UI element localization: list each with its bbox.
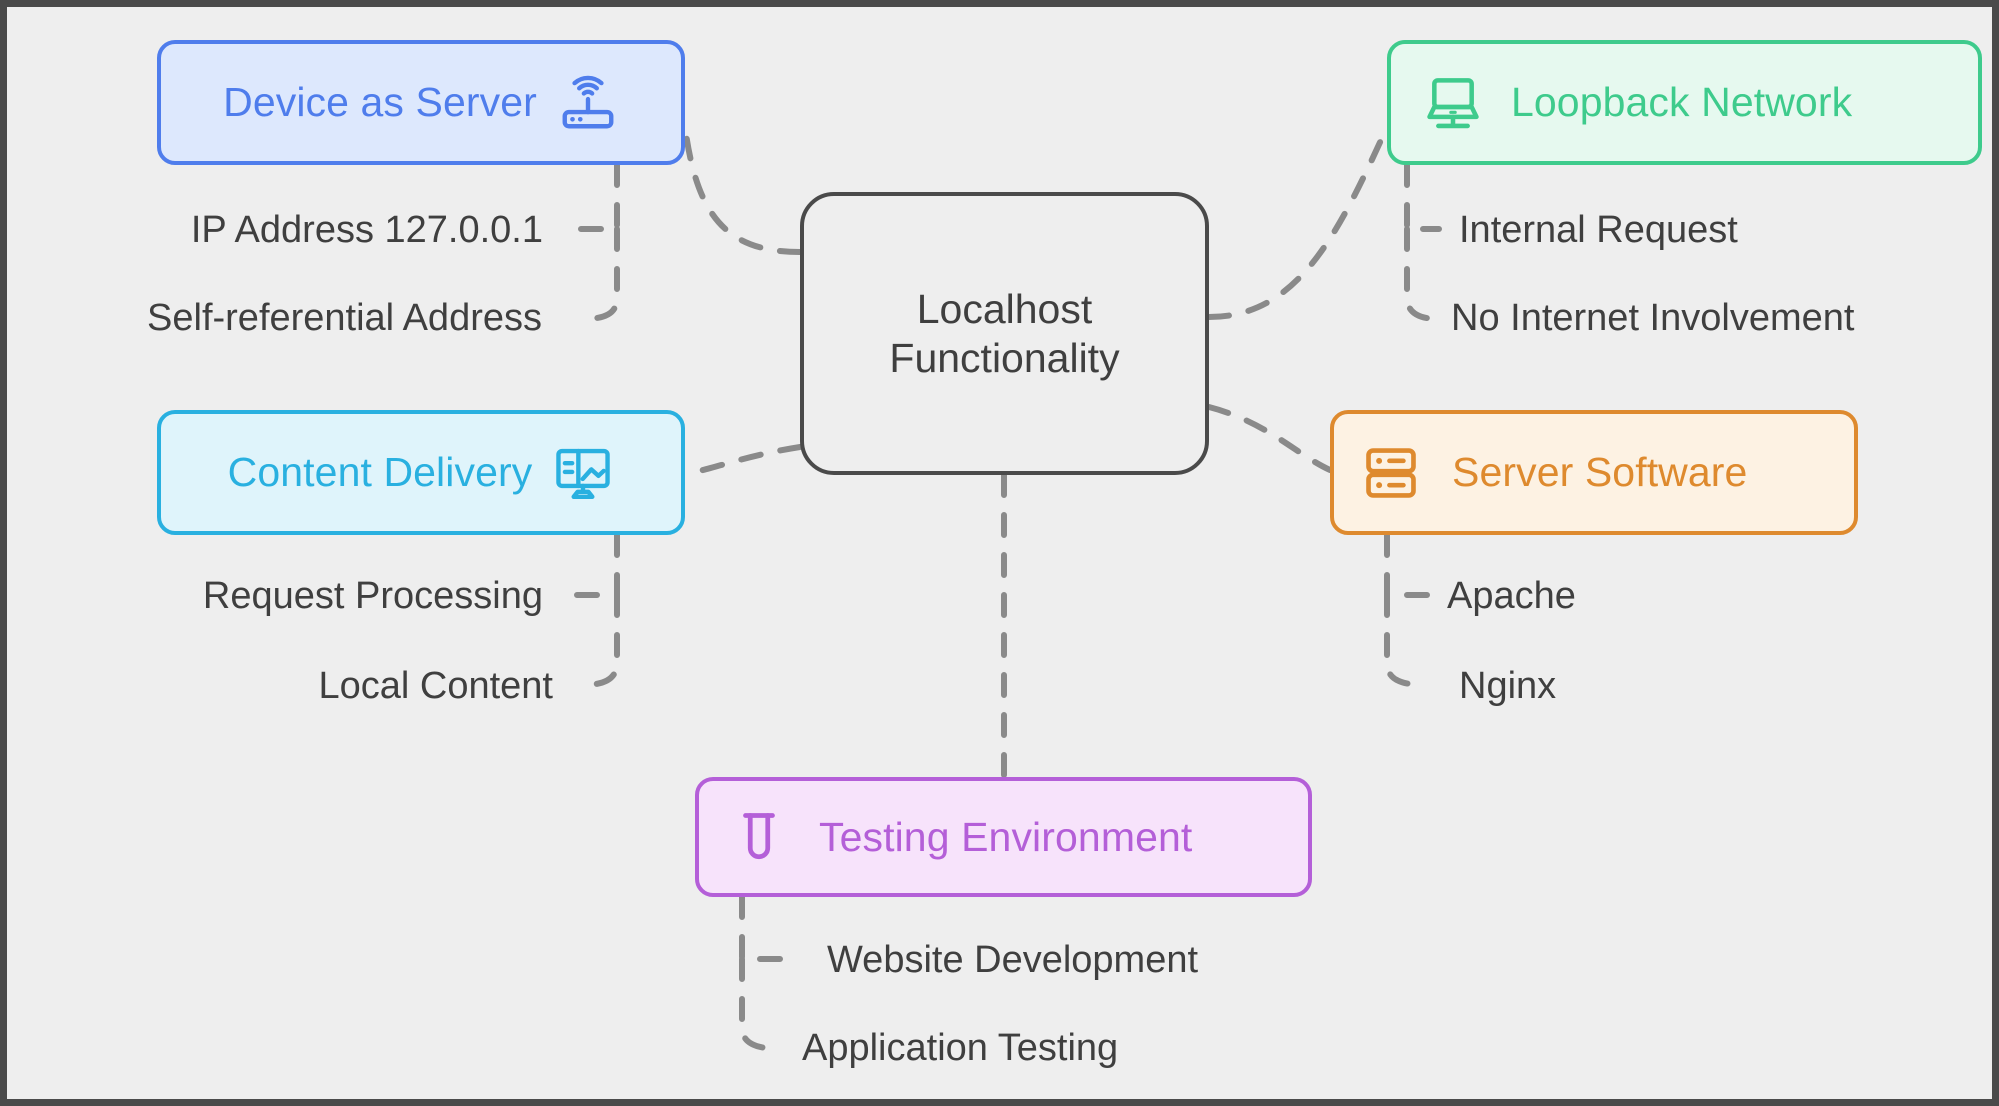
edge-content-leaf1 [569,532,620,598]
node-device-as-server-label: Device as Server [223,79,537,125]
edge-device-leaf2 [579,226,620,322]
node-server-software[interactable]: Server Software [1330,410,1858,535]
edge-testing-leaf2 [739,956,785,1052]
edge-content-leaf2 [579,592,620,688]
edge-loopback-leaf2 [1404,226,1442,322]
central-node[interactable]: Localhost Functionality [800,192,1209,475]
server-rack-icon [1360,442,1422,504]
node-testing-environment-label: Testing Environment [819,813,1193,860]
node-loopback-network[interactable]: Loopback Network [1387,40,1982,165]
leaf-testing-website-development: Website Development [827,939,1199,981]
edge-loopback-leaf1 [1404,162,1442,232]
leaf-testing-application-testing: Application Testing [802,1027,1119,1069]
leaf-device-self-referential: Self-referential Address [147,297,542,339]
test-tube-icon [729,807,789,867]
leaf-loopback-internal-request: Internal Request [1459,209,1738,251]
node-content-delivery[interactable]: Content Delivery [157,410,685,535]
leaf-content-local-content: Local Content [318,665,554,707]
edge-central-device [682,124,803,255]
edge-central-content [682,444,803,476]
leaf-loopback-no-internet: No Internet Involvement [1451,297,1855,339]
node-server-software-label: Server Software [1452,449,1748,495]
edge-central-loopback [1206,124,1390,320]
node-content-delivery-label: Content Delivery [227,449,533,495]
monitor-layout-icon [552,442,614,504]
router-icon [557,72,619,134]
laptop-icon [1421,71,1485,135]
leaf-device-ip-address: IP Address 127.0.0.1 [190,209,543,251]
leaf-server-nginx: Nginx [1459,665,1557,707]
central-node-label: Localhost Functionality [804,285,1205,382]
node-loopback-network-label: Loopback Network [1511,79,1853,125]
leaf-server-apache: Apache [1447,575,1576,617]
leaf-content-request-processing: Request Processing [202,575,543,617]
central-node-line1: Localhost [916,286,1093,333]
central-node-line2: Functionality [889,334,1120,381]
node-testing-environment[interactable]: Testing Environment [695,777,1312,897]
edge-server-leaf2 [1384,592,1430,688]
node-device-as-server[interactable]: Device as Server [157,40,685,165]
edge-server-leaf1 [1384,532,1430,598]
edge-testing-leaf1 [739,894,790,962]
edge-central-server [1206,404,1333,473]
edge-device-leaf1 [569,162,620,232]
